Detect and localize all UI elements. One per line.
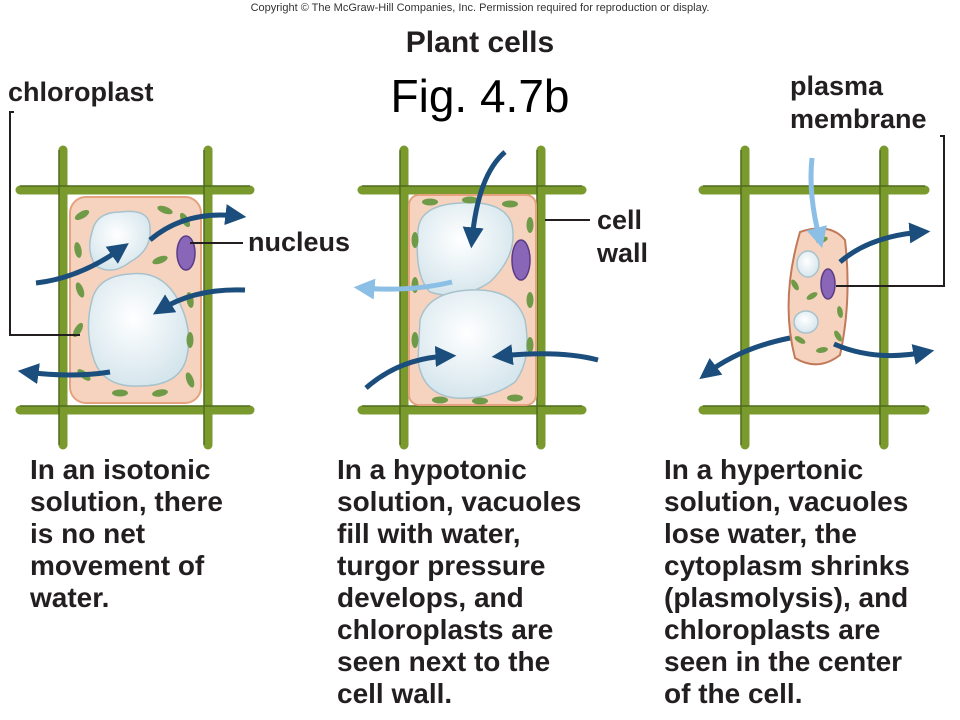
nucleus-organelle bbox=[820, 268, 836, 300]
plasma-membrane-leader-line bbox=[836, 135, 945, 287]
caption-line: chloroplasts are bbox=[337, 614, 553, 645]
nucleus-organelle bbox=[176, 235, 196, 271]
diagram-title: Plant cells bbox=[406, 26, 554, 59]
water-arrow-light bbox=[353, 278, 453, 300]
caption-line: water. bbox=[29, 582, 109, 613]
water-arrow-light bbox=[806, 157, 827, 249]
caption-line: of the cell. bbox=[664, 678, 802, 709]
caption-line: cell wall. bbox=[337, 678, 452, 709]
nucleus-organelle bbox=[511, 239, 531, 281]
caption-line: turgor pressure bbox=[337, 550, 546, 581]
caption-line: movement of bbox=[30, 550, 205, 581]
caption-line: solution, there bbox=[30, 486, 223, 517]
chloroplasts bbox=[411, 196, 534, 405]
figure-label: Fig. 4.7b bbox=[391, 70, 570, 122]
isotonic-cell bbox=[15, 145, 255, 450]
cell-wall-label-line2: wall bbox=[596, 238, 648, 268]
plasma-membrane-label-line2: membrane bbox=[790, 104, 927, 134]
vacuole bbox=[417, 289, 528, 399]
caption-line: In a hypotonic bbox=[337, 454, 527, 485]
caption-line: (plasmolysis), and bbox=[664, 582, 908, 613]
cell-wall-grid bbox=[698, 145, 930, 450]
caption-line: chloroplasts are bbox=[664, 614, 880, 645]
chloroplasts bbox=[72, 205, 195, 397]
caption-line: develops, and bbox=[337, 582, 524, 613]
caption-line: is no net bbox=[30, 518, 145, 549]
hypotonic-cell bbox=[353, 145, 599, 450]
caption-line: seen next to the bbox=[337, 646, 550, 677]
hypotonic-caption: In a hypotonic solution, vacuoles fill w… bbox=[337, 454, 581, 709]
caption-line: In an isotonic bbox=[30, 454, 210, 485]
copyright-notice: Copyright © The McGraw-Hill Companies, I… bbox=[251, 2, 710, 14]
cell-wall-texture bbox=[703, 150, 925, 445]
water-arrows bbox=[699, 222, 935, 380]
vacuole bbox=[796, 250, 820, 278]
caption-line: In a hypertonic bbox=[664, 454, 863, 485]
hypertonic-caption: In a hypertonic solution, vacuoles lose … bbox=[664, 454, 910, 709]
water-arrows bbox=[364, 150, 599, 390]
cell-wall-label-line1: cell bbox=[597, 205, 642, 235]
plasma-membrane-label-line1: plasma bbox=[790, 71, 884, 101]
hypertonic-cell bbox=[698, 145, 935, 450]
vacuole bbox=[793, 310, 819, 334]
cell-wall-grid bbox=[357, 145, 587, 450]
water-arrows bbox=[17, 204, 247, 385]
chloroplast-leader-line bbox=[9, 111, 80, 336]
caption-line: seen in the center bbox=[664, 646, 902, 677]
caption-line: fill with water, bbox=[337, 518, 521, 549]
chloroplast-label: chloroplast bbox=[8, 77, 154, 107]
caption-line: cytoplasm shrinks bbox=[664, 550, 910, 581]
isotonic-caption: In an isotonic solution, there is no net… bbox=[29, 454, 223, 613]
nucleus-label: nucleus bbox=[248, 227, 350, 257]
caption-line: solution, vacuoles bbox=[337, 486, 581, 517]
caption-line: lose water, the bbox=[664, 518, 857, 549]
cell-wall-texture bbox=[20, 150, 250, 445]
caption-line: solution, vacuoles bbox=[664, 486, 908, 517]
